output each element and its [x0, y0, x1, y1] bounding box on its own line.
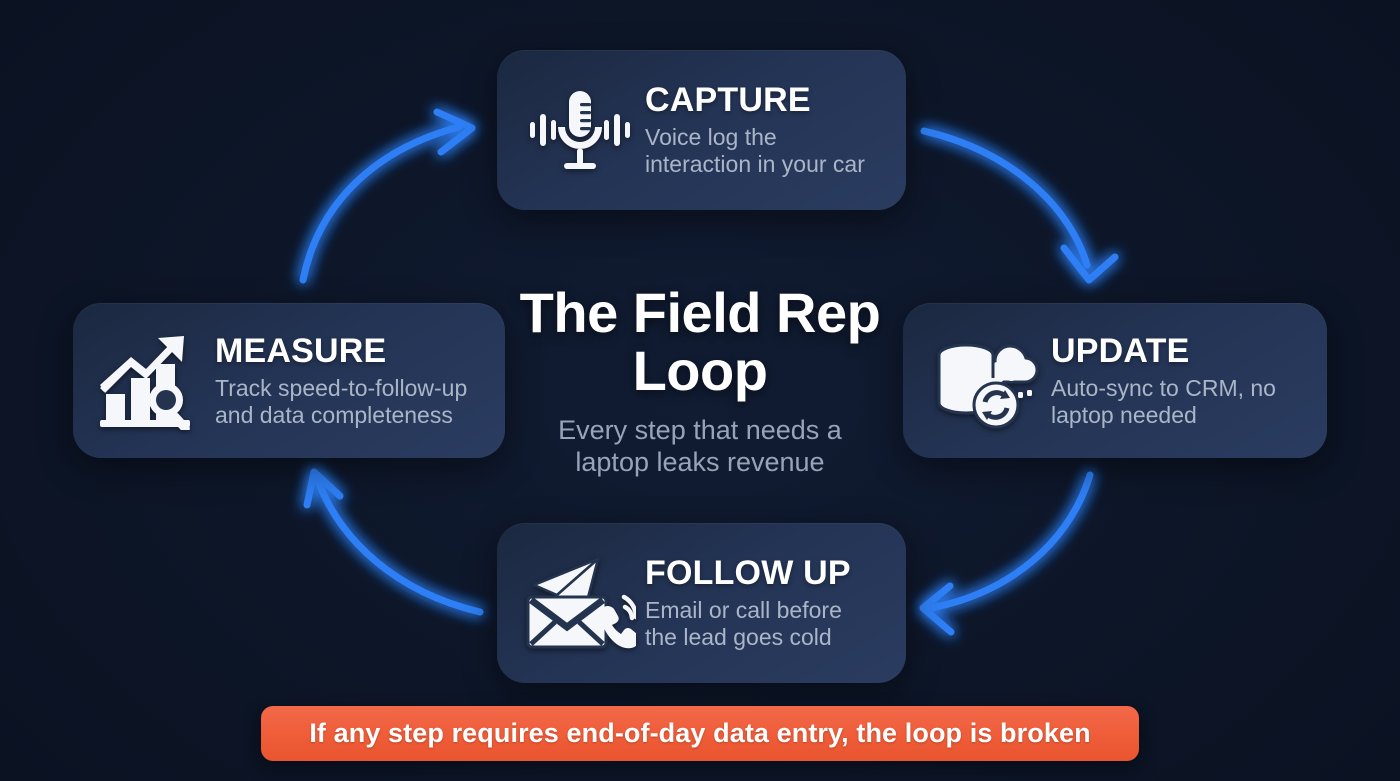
step-card-measure[interactable]: MEASURE Track speed-to-follow-up and dat… — [73, 303, 505, 458]
warning-banner: If any step requires end-of-day data ent… — [261, 706, 1139, 761]
arrow-followup-to-measure — [303, 468, 484, 616]
center-hub: The Field Rep Loop Every step that needs… — [470, 284, 930, 479]
capture-title: CAPTURE — [645, 81, 811, 120]
bar-chart-magnifier-icon — [95, 329, 213, 433]
followup-description: Email or call before the lead goes cold — [645, 597, 842, 651]
measure-title: MEASURE — [215, 331, 387, 370]
database-cloud-sync-icon — [927, 329, 1045, 433]
update-text-block: UPDATE Auto-sync to CRM, no laptop neede… — [1051, 333, 1276, 428]
warning-banner-text: If any step requires end-of-day data ent… — [309, 718, 1091, 748]
hub-title: The Field Rep Loop — [519, 281, 881, 402]
measure-text-block: MEASURE Track speed-to-follow-up and dat… — [215, 333, 467, 428]
capture-text-block: CAPTURE Voice log the interaction in you… — [645, 82, 865, 177]
measure-description: Track speed-to-follow-up and data comple… — [215, 374, 468, 428]
arrow-update-to-followup — [919, 471, 1094, 636]
step-card-followup[interactable]: FOLLOW UP Email or call before the lead … — [497, 523, 906, 683]
followup-text-block: FOLLOW UP Email or call before the lead … — [645, 555, 851, 650]
email-paperplane-phone-icon — [521, 551, 639, 655]
hub-subtitle: Every step that needs a laptop leaks rev… — [558, 415, 842, 478]
followup-title: FOLLOW UP — [645, 554, 851, 593]
microphone-icon — [521, 78, 639, 182]
arrow-measure-to-capture — [299, 108, 476, 284]
update-description: Auto-sync to CRM, no laptop needed — [1051, 374, 1276, 428]
step-card-update[interactable]: UPDATE Auto-sync to CRM, no laptop neede… — [903, 303, 1327, 458]
capture-description: Voice log the interaction in your car — [645, 124, 865, 178]
arrow-capture-to-update — [920, 127, 1119, 284]
step-card-capture[interactable]: CAPTURE Voice log the interaction in you… — [497, 50, 906, 210]
update-title: UPDATE — [1051, 331, 1190, 370]
